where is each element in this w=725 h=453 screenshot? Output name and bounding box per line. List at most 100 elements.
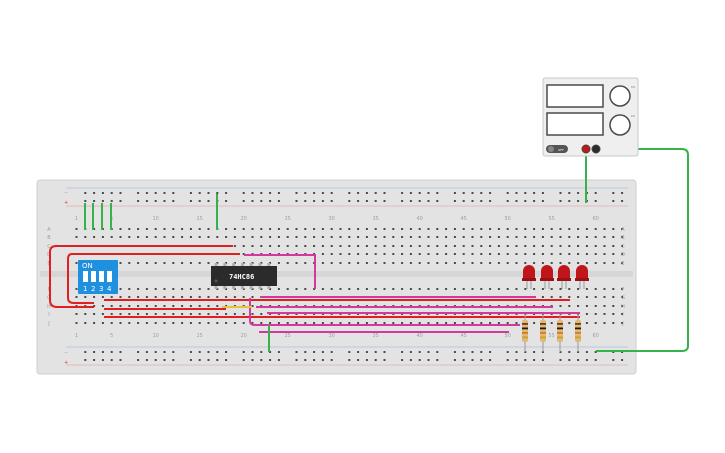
- psu-knob-label-cv: CV: [631, 85, 636, 89]
- chip-pin: [267, 263, 271, 267]
- psu-knob-voltage[interactable]: [609, 85, 631, 107]
- resistor-group: [522, 314, 581, 352]
- psu-knob-label-cc: CC: [631, 114, 635, 118]
- psu-terminal-positive[interactable]: [581, 144, 591, 154]
- chip-pin: [223, 285, 227, 289]
- top-rail-minus-label: −: [64, 190, 68, 196]
- dip-number-4: 4: [107, 285, 112, 293]
- column-number: 20: [241, 333, 247, 339]
- led-4[interactable]: [575, 265, 589, 289]
- chip-pin: [240, 285, 244, 289]
- row-letter: D: [621, 252, 625, 258]
- chip-pin: [258, 285, 262, 289]
- red-wires: [49, 245, 580, 318]
- column-number: 40: [417, 333, 423, 339]
- row-letter: I: [622, 312, 623, 318]
- chip-pin: [214, 285, 218, 289]
- chip-label: 74HC86: [229, 273, 254, 281]
- column-number: 60: [593, 216, 599, 222]
- column-number: 60: [593, 333, 599, 339]
- green-wire-psu-positive[interactable]: [596, 148, 689, 352]
- chip-pin: [232, 285, 236, 289]
- chip-pins: [214, 263, 271, 289]
- breadboard-column-numbers: 1155101015152020252530303535404045455050…: [75, 216, 599, 339]
- row-letter: J: [621, 321, 623, 327]
- column-number: 35: [373, 333, 379, 339]
- dip-toggle-4[interactable]: [107, 271, 112, 282]
- column-number: 1: [75, 333, 78, 339]
- row-letter: E: [621, 261, 624, 267]
- psu-terminal-negative[interactable]: [591, 144, 601, 154]
- column-number: 35: [373, 216, 379, 222]
- row-letter: F: [622, 287, 625, 293]
- chip-notch: [214, 279, 218, 283]
- dip-switch[interactable]: ON 1 2 3 4: [78, 260, 118, 294]
- column-number: 55: [549, 333, 555, 339]
- column-number: 25: [285, 333, 291, 339]
- column-number: 1: [75, 216, 78, 222]
- psu-display-current: [546, 112, 604, 136]
- row-letter: A: [621, 227, 625, 233]
- column-number: 55: [549, 216, 555, 222]
- dip-number-2: 2: [91, 285, 95, 293]
- green-wires: [84, 148, 689, 352]
- resistor-4[interactable]: [575, 314, 581, 352]
- chip-pin: [258, 263, 262, 267]
- row-letter: C: [621, 244, 625, 250]
- row-letter: I: [48, 312, 49, 318]
- led-1[interactable]: [522, 265, 536, 289]
- chip-pin: [223, 263, 227, 267]
- row-letter: B: [47, 235, 51, 241]
- row-letter: H: [47, 304, 51, 310]
- dip-toggle-2[interactable]: [91, 271, 96, 282]
- column-number: 50: [505, 333, 511, 339]
- column-number: 15: [197, 333, 203, 339]
- chip-pin: [249, 263, 253, 267]
- bottom-rail-plus-label: +: [64, 360, 68, 366]
- led-3[interactable]: [557, 265, 571, 289]
- dip-switch-on-label: ON: [82, 262, 93, 270]
- row-letter: G: [621, 295, 625, 301]
- dip-number-1: 1: [83, 285, 87, 293]
- column-number: 10: [153, 333, 159, 339]
- chip-pin: [249, 285, 253, 289]
- column-number: 25: [285, 216, 291, 222]
- ic-chip[interactable]: 74HC86: [211, 263, 277, 289]
- magenta-wire-3[interactable]: [249, 298, 520, 326]
- dip-number-3: 3: [99, 285, 103, 293]
- resistor-3[interactable]: [557, 314, 563, 352]
- column-number: 40: [417, 216, 423, 222]
- column-number: 45: [461, 333, 467, 339]
- red-wire-1[interactable]: [49, 245, 233, 308]
- chip-pin: [214, 263, 218, 267]
- row-letter: J: [47, 321, 49, 327]
- led-group: [522, 265, 589, 289]
- psu-display-voltage: [546, 84, 604, 108]
- column-number: 30: [329, 333, 335, 339]
- column-number: 5: [110, 333, 113, 339]
- top-rail-plus-label: +: [64, 200, 68, 206]
- resistor-2[interactable]: [540, 314, 546, 352]
- led-2[interactable]: [540, 265, 554, 289]
- column-number: 20: [241, 216, 247, 222]
- column-number: 15: [197, 216, 203, 222]
- row-letter: C: [47, 244, 51, 250]
- column-number: 30: [329, 216, 335, 222]
- psu-knob-current[interactable]: [609, 114, 631, 136]
- dip-toggle-3[interactable]: [99, 271, 104, 282]
- power-supply[interactable]: CV CC OFF: [542, 77, 639, 157]
- magenta-wires: [244, 254, 580, 333]
- breadboard-center-channel: [40, 271, 633, 277]
- magenta-wire-1[interactable]: [244, 254, 316, 289]
- column-number: 45: [461, 216, 467, 222]
- chip-pin: [232, 263, 236, 267]
- row-letter: H: [621, 304, 625, 310]
- bottom-rail-minus-label: −: [64, 350, 68, 356]
- psu-switch-label: OFF: [558, 148, 564, 152]
- chip-pin: [267, 285, 271, 289]
- row-letter: A: [47, 227, 51, 233]
- resistor-1[interactable]: [522, 314, 528, 352]
- dip-toggle-1[interactable]: [83, 271, 88, 282]
- red-wire-2[interactable]: [67, 253, 240, 304]
